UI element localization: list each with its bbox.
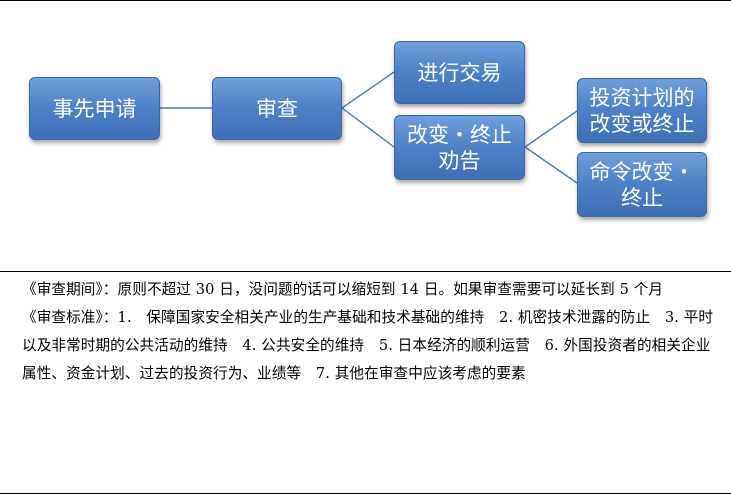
node-change-stop-recommendation: 改变・终止 劝告 bbox=[394, 115, 525, 180]
node-change-stop-plan: 投资计划的 改变或终止 bbox=[577, 78, 707, 143]
connector-review-trade bbox=[341, 71, 395, 109]
connector-recommend-plan bbox=[524, 110, 578, 148]
node-review: 审查 bbox=[212, 77, 342, 140]
connector-review-recommend bbox=[341, 107, 395, 148]
top-rule bbox=[0, 0, 731, 1]
review-process-diagram: 事先申请 审查 进行交易 改变・终止 劝告 投资计划的 改变或终止 命令改变・ … bbox=[0, 1, 731, 271]
node-proceed-trade: 进行交易 bbox=[394, 41, 525, 104]
review-criteria-text: 《审查标准》：1. 保障国家安全相关产业的生产基础和技术基础的维持 2. 机密技… bbox=[22, 309, 714, 382]
connector-lines bbox=[160, 71, 578, 184]
node-prior-application: 事先申请 bbox=[29, 77, 160, 140]
review-period-text: 《审查期间》：原则不超过 30 日，没问题的话可以缩短到 14 日。如果审查需要… bbox=[22, 281, 664, 298]
middle-rule bbox=[0, 271, 731, 272]
review-notes: 《审查期间》：原则不超过 30 日，没问题的话可以缩短到 14 日。如果审查需要… bbox=[22, 276, 722, 388]
connector-recommend-order bbox=[524, 146, 578, 184]
bottom-rule bbox=[0, 493, 731, 494]
node-order-change-stop: 命令改变・ 终止 bbox=[577, 152, 707, 217]
